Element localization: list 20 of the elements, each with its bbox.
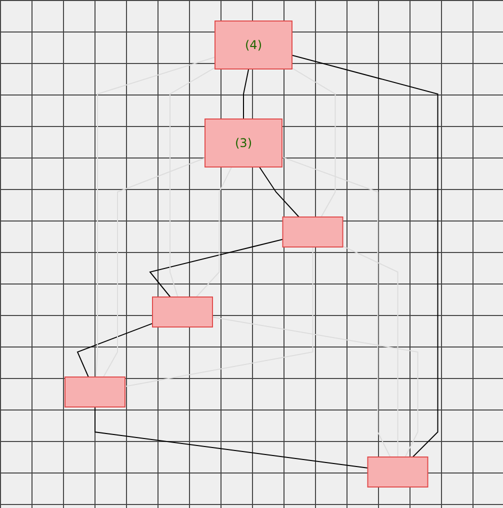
node-box — [152, 296, 214, 328]
connector — [103, 157, 206, 378]
connector — [170, 67, 216, 298]
node-box — [64, 376, 126, 408]
connector — [292, 54, 438, 458]
connector — [259, 166, 300, 218]
node-box: (3) — [204, 118, 283, 168]
connector — [212, 316, 418, 458]
node-box: (4) — [214, 20, 293, 70]
connector — [196, 166, 232, 298]
node-box — [282, 216, 344, 248]
connector — [282, 156, 391, 458]
connector — [96, 56, 216, 378]
connector — [124, 246, 314, 387]
connector — [243, 68, 250, 120]
connector — [94, 406, 368, 469]
node-box — [367, 456, 428, 488]
connector — [149, 238, 284, 298]
connector — [342, 246, 398, 458]
connector — [76, 322, 154, 378]
